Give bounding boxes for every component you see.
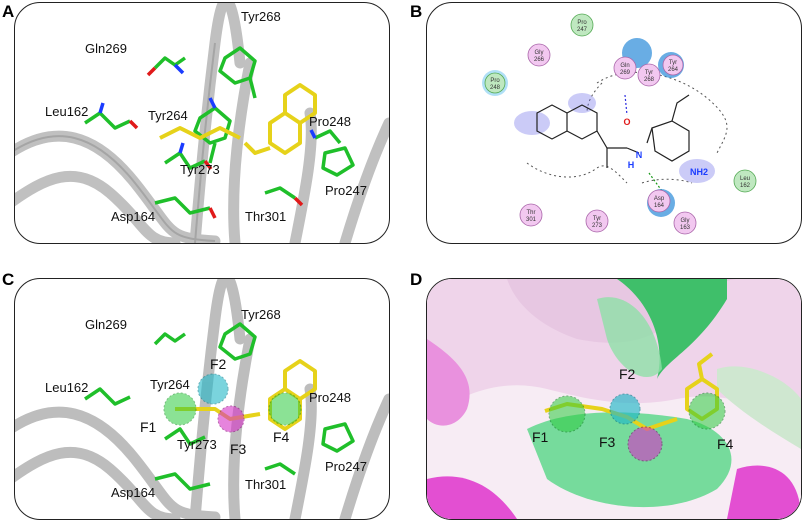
- res-thr301: Thr301: [245, 477, 286, 492]
- feature-f2: F2: [619, 366, 636, 382]
- res-tyr264: Tyr264: [150, 377, 190, 392]
- res-gly266-num: 266: [534, 57, 545, 63]
- res-tyr273-name: Tyr: [593, 216, 601, 222]
- atom-amine: NH2: [690, 167, 708, 177]
- res-leu162-num: 162: [740, 183, 751, 189]
- res-thr301: Thr301: [245, 209, 286, 224]
- res-tyr264: Tyr264: [148, 108, 188, 123]
- panel-d-letter: D: [410, 270, 423, 289]
- res-pro247-num: 247: [577, 27, 588, 33]
- res-tyr268-num: 268: [644, 77, 655, 83]
- res-tyr264-name: Tyr: [669, 60, 677, 66]
- res-gln269: Gln269: [85, 41, 127, 56]
- res-pro248-num: 248: [490, 85, 501, 91]
- res-asp164-num: 164: [654, 203, 665, 209]
- feature-f3: F3: [230, 441, 247, 457]
- res-tyr264-num: 264: [668, 67, 679, 73]
- res-pro248-name: Pro: [490, 78, 500, 84]
- panel-c-pharmacophore: Gln269 Tyr268 Leu162 Tyr264 Pro248 Tyr27…: [15, 279, 389, 519]
- feature-spheres: [548, 392, 726, 462]
- panel-b: O N H NH2 Pro 247 Gly 266 Pro 248 Gln: [426, 2, 802, 244]
- atom-nitrogen: N: [636, 150, 643, 160]
- atom-hydrogen: H: [628, 160, 635, 170]
- res-tyr273: Tyr273: [177, 437, 217, 452]
- feature-spheres: [163, 373, 302, 433]
- res-gln269: Gln269: [85, 317, 127, 332]
- res-asp164-name: Asp: [654, 196, 665, 202]
- res-tyr268-name: Tyr: [645, 70, 653, 76]
- panel-b-letter: B: [410, 2, 423, 21]
- feature-f1: F1: [140, 419, 157, 435]
- res-pro248: Pro248: [309, 114, 351, 129]
- res-tyr268: Tyr268: [241, 307, 281, 322]
- feature-f3: F3: [599, 434, 616, 450]
- panel-c-letter: C: [2, 270, 15, 289]
- res-pro247: Pro247: [325, 459, 367, 474]
- panel-d: F1 F2 F3 F4: [426, 278, 802, 520]
- res-gly266-name: Gly: [535, 50, 544, 56]
- panel-a: Gln269 Tyr268 Leu162 Tyr264 Pro248 Tyr27…: [14, 2, 390, 244]
- feature-f1: F1: [532, 429, 549, 445]
- res-thr301-num: 301: [526, 217, 537, 223]
- feature-f2: F2: [210, 356, 227, 372]
- panel-c: Gln269 Tyr268 Leu162 Tyr264 Pro248 Tyr27…: [14, 278, 390, 520]
- res-gln269-num: 269: [620, 70, 631, 76]
- res-tyr273-num: 273: [592, 223, 603, 229]
- res-pro247: Pro247: [325, 183, 367, 198]
- feature-f4: F4: [273, 429, 290, 445]
- res-pro247-name: Pro: [577, 20, 587, 26]
- res-gly163-name: Gly: [681, 218, 690, 224]
- res-thr301-name: Thr: [527, 210, 536, 216]
- res-gln269-name: Gln: [620, 63, 629, 69]
- res-leu162-name: Leu: [740, 176, 750, 182]
- res-asp164: Asp164: [111, 209, 155, 224]
- res-tyr268: Tyr268: [241, 9, 281, 24]
- res-pro248: Pro248: [309, 390, 351, 405]
- panel-a-structure: Gln269 Tyr268 Leu162 Tyr264 Pro248 Tyr27…: [15, 3, 389, 243]
- res-asp164: Asp164: [111, 485, 155, 500]
- panel-d-surface: F1 F2 F3 F4: [427, 279, 801, 519]
- panel-b-2d-diagram: O N H NH2 Pro 247 Gly 266 Pro 248 Gln: [482, 13, 757, 235]
- res-leu162: Leu162: [45, 104, 88, 119]
- feature-f4: F4: [717, 436, 734, 452]
- panel-a-letter: A: [2, 2, 15, 21]
- res-leu162: Leu162: [45, 380, 88, 395]
- atom-oxygen: O: [623, 117, 630, 127]
- residue-discs: [482, 13, 757, 235]
- res-gly163-num: 163: [680, 225, 691, 231]
- res-tyr273: Tyr273: [180, 162, 220, 177]
